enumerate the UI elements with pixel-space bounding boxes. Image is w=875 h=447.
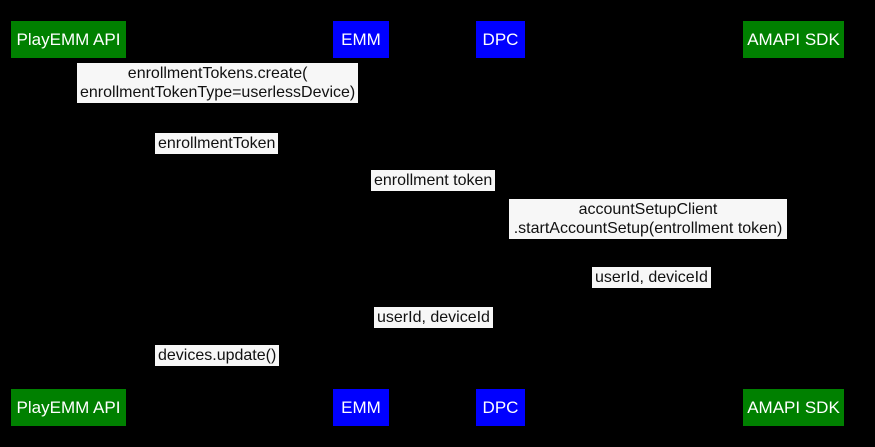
actor-top-playemm-api: PlayEMM API	[11, 21, 126, 58]
message-enrollment-token: enrollment token	[371, 170, 496, 191]
message-userid-deviceid-1: userId, deviceId	[592, 267, 711, 288]
actor-bottom-emm: EMM	[333, 389, 389, 426]
message-line: .startAccountSetup(entrollment token)	[513, 220, 783, 237]
actor-top-emm: EMM	[333, 21, 389, 58]
actor-bottom-amapi-sdk: AMAPI SDK	[743, 389, 844, 426]
message-enrollment-tokens-create: enrollmentTokens.create( enrollmentToken…	[77, 63, 359, 103]
actor-top-amapi-sdk: AMAPI SDK	[743, 21, 844, 58]
actor-top-dpc: DPC	[476, 21, 525, 58]
message-line: enrollmentTokenType=userlessDevice)	[80, 84, 356, 101]
message-line: enrollmentTokens.create(	[127, 65, 308, 82]
message-start-account-setup: accountSetupClient .startAccountSetup(en…	[509, 199, 787, 239]
message-userid-deviceid-2: userId, deviceId	[374, 307, 493, 328]
actor-bottom-playemm-api: PlayEMM API	[11, 389, 126, 426]
message-line: accountSetupClient	[578, 201, 718, 218]
message-enrollment-token-return: enrollmentToken	[155, 133, 279, 154]
actor-bottom-dpc: DPC	[476, 389, 525, 426]
message-devices-update: devices.update()	[155, 345, 280, 366]
